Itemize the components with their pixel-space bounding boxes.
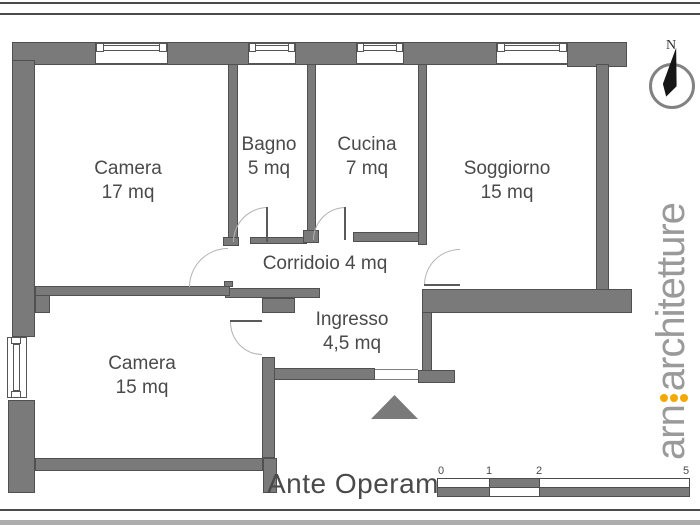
wall-segment — [35, 458, 263, 471]
wall-segment — [12, 60, 35, 337]
door-arc — [189, 248, 228, 287]
wall-segment — [596, 64, 609, 290]
scale-bar-cell — [490, 487, 540, 496]
wall-segment — [567, 42, 627, 67]
frame-top-outer-line — [0, 2, 700, 4]
scale-bar-cell — [490, 479, 540, 488]
door-arc — [313, 207, 346, 240]
door-leaf — [344, 207, 346, 240]
room-label-cucina: Cucina 7 mq — [337, 133, 396, 181]
window-symbol — [288, 43, 295, 52]
room-label-ingresso: Ingresso 4,5 mq — [316, 308, 389, 356]
door-leaf — [266, 207, 268, 242]
room-area: 15 mq — [115, 377, 169, 398]
wall-segment — [35, 295, 50, 313]
scale-bar-cell — [540, 479, 689, 488]
wall-segment — [353, 232, 427, 242]
window-symbol — [497, 63, 567, 65]
scale-tick: 0 — [437, 465, 445, 477]
wall-segment — [262, 298, 295, 313]
wall-segment — [418, 370, 455, 383]
scale-tick: 2 — [535, 465, 543, 477]
wall-segment — [12, 42, 96, 65]
compass-north-label: N — [665, 38, 677, 53]
window-symbol — [96, 43, 104, 52]
wall-segment — [307, 64, 316, 232]
door-arc — [424, 249, 460, 285]
window-symbol — [97, 45, 166, 51]
window-symbol — [13, 344, 20, 391]
room-area: 15 mq — [480, 182, 534, 203]
logo-dots-icon — [660, 394, 688, 403]
wall-segment — [262, 357, 275, 458]
wall-segment — [35, 286, 230, 296]
wall-segment — [167, 42, 249, 65]
door-leaf — [424, 284, 460, 286]
scale-tick: 1 — [485, 465, 493, 477]
window-symbol — [559, 43, 567, 52]
window-symbol — [249, 63, 295, 65]
window-symbol — [96, 42, 167, 44]
room-label-bagno: Bagno 5 mq — [242, 133, 297, 181]
room-name: Camera — [108, 353, 176, 374]
window-symbol — [159, 43, 167, 52]
wall-segment — [263, 458, 277, 493]
room-label-camera15: Camera 15 mq — [108, 352, 176, 400]
room-name: Camera — [94, 158, 162, 179]
wall-segment — [225, 288, 320, 298]
entrance-arrow — [371, 395, 418, 419]
window-symbol — [498, 45, 566, 51]
wall-segment — [422, 289, 632, 313]
window-symbol — [11, 391, 21, 398]
wall-segment — [295, 42, 357, 65]
frame-top-inner-line — [0, 13, 700, 15]
room-label-corridoio: Corridoio 4 mq — [262, 253, 388, 274]
entrance-threshold — [375, 369, 418, 380]
wall-segment — [403, 42, 497, 65]
scale-bar-cell — [438, 479, 490, 488]
room-name: Bagno — [241, 134, 297, 155]
door-leaf — [230, 320, 262, 322]
wall-segment — [422, 312, 432, 373]
room-name: Cucina — [337, 134, 397, 155]
window-symbol — [11, 337, 21, 344]
door-arc — [233, 207, 268, 242]
wall-segment — [272, 368, 375, 380]
window-symbol — [96, 63, 167, 65]
window-symbol — [357, 42, 403, 44]
room-label-camera17: Camera 17 mq — [94, 157, 162, 205]
room-label-soggiorno: Soggiorno 15 mq — [464, 157, 551, 205]
frame-bottom-line — [0, 509, 700, 511]
wall-segment — [418, 64, 427, 245]
window-symbol — [357, 43, 364, 52]
wall-segment — [228, 64, 238, 238]
window-symbol — [357, 63, 403, 65]
window-symbol — [249, 43, 256, 52]
logo-text-arn: arn — [648, 405, 693, 460]
window-symbol — [497, 43, 505, 52]
wall-segment — [8, 400, 35, 493]
room-name: Soggiorno — [463, 158, 551, 179]
door-arc — [230, 322, 262, 355]
plan-title: Ante Operam — [266, 468, 440, 499]
room-area: 17 mq — [101, 182, 155, 203]
scale-bar-cell — [540, 487, 689, 496]
room-area: 4,5 mq — [322, 333, 382, 354]
scale-bar-cell — [438, 487, 490, 496]
frame-bottom-band — [0, 520, 700, 525]
logo: arn architetture — [645, 55, 697, 460]
window-symbol — [249, 42, 295, 44]
window-symbol — [497, 42, 567, 44]
window-symbol — [396, 43, 403, 52]
scale-tick: 5 — [682, 465, 690, 477]
scale-bar — [437, 478, 690, 497]
logo-text-architetture: architetture — [648, 203, 693, 392]
room-name: Ingresso — [315, 309, 389, 330]
room-area: 7 mq — [345, 158, 389, 179]
room-area: 5 mq — [247, 158, 291, 179]
